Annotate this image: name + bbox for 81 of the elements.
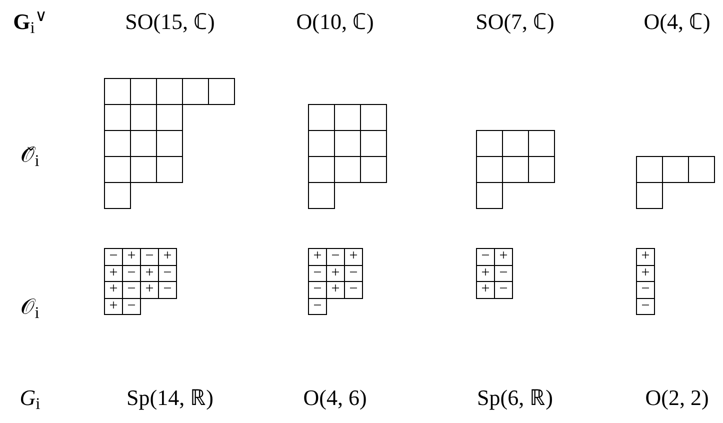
sign-cell: − [308,282,327,298]
sign-cell: + [104,266,123,282]
sign-cell: + [327,282,345,298]
diagram-cell [636,156,663,183]
diagram-cell [476,183,503,209]
diagram-cell [335,104,361,131]
group-name: O(4, 6) [303,387,367,409]
sign-cell: − [308,266,327,282]
sign-cell: − [141,248,159,266]
diagram-cell [131,105,157,131]
diagram-cell [157,131,183,157]
diagram-cell [104,131,131,157]
sign-cell: + [159,248,177,266]
diagram-cell [308,131,335,157]
diagram-cell [131,157,157,183]
sign-cell: − [308,298,327,315]
diagram-cell [335,157,361,183]
sign-cell: + [141,266,159,282]
diagram-cell [361,131,387,157]
row-heading: 𝒪̌$_{i}$ [20,144,40,166]
sign-cell: − [123,298,141,315]
group-name: Sp(14, ℝ) [126,387,214,409]
diagram-cell [361,157,387,183]
diagram-cell [157,78,183,105]
sign-cell: + [104,282,123,298]
diagram-cell [503,157,529,183]
diagram-cell [689,156,715,183]
diagram-cell [529,157,555,183]
sign-cell: + [636,266,655,282]
diagram-cell [183,78,209,105]
sign-cell: − [495,282,513,298]
sign-cell: + [327,266,345,282]
row-heading: 𝒪$_{i}$ [20,296,40,318]
diagram-cell [361,104,387,131]
diagram-cell [157,157,183,183]
sign-cell: + [495,248,513,266]
group-name: O(4, ℂ) [644,11,710,33]
group-name: SO(7, ℂ) [476,11,554,33]
sign-cell: − [104,248,123,266]
diagram-cell [104,78,131,105]
sign-cell: + [476,266,495,282]
sign-cell: − [327,248,345,266]
group-name: O(2, 2) [645,387,709,409]
diagram-cell [104,105,131,131]
sign-cell: − [476,248,495,266]
sign-cell: − [345,266,363,282]
sign-cell: + [123,248,141,266]
diagram-cell [157,105,183,131]
diagram-cell [104,157,131,183]
sign-cell: + [308,248,327,266]
diagram-cell [476,130,503,157]
sign-cell: − [159,266,177,282]
sign-cell: − [345,282,363,298]
diagram-cell [209,78,235,105]
group-name: Sp(6, ℝ) [477,387,553,409]
group-name: O(10, ℂ) [296,11,374,33]
sign-cell: − [495,266,513,282]
diagram-cell [308,157,335,183]
diagram-cell [308,183,335,209]
sign-cell: − [123,282,141,298]
sign-cell: + [141,282,159,298]
sign-cell: + [345,248,363,266]
sign-cell: − [636,282,655,298]
diagram-cell [529,130,555,157]
sign-cell: + [636,248,655,266]
row-heading: G$_{i}$ [20,387,40,409]
sign-cell: − [636,298,655,315]
diagram-cell [131,131,157,157]
diagram-cell [476,157,503,183]
diagram-cell [503,130,529,157]
diagram-cell [131,78,157,105]
sign-cell: − [123,266,141,282]
diagram-cell [636,183,663,209]
diagram-cell [663,156,689,183]
sign-cell: + [104,298,123,315]
diagram-cell [335,131,361,157]
group-name: SO(15, ℂ) [125,11,215,33]
sign-cell: − [159,282,177,298]
diagram-cell [308,104,335,131]
diagram-cell [104,183,131,209]
sign-cell: + [476,282,495,298]
